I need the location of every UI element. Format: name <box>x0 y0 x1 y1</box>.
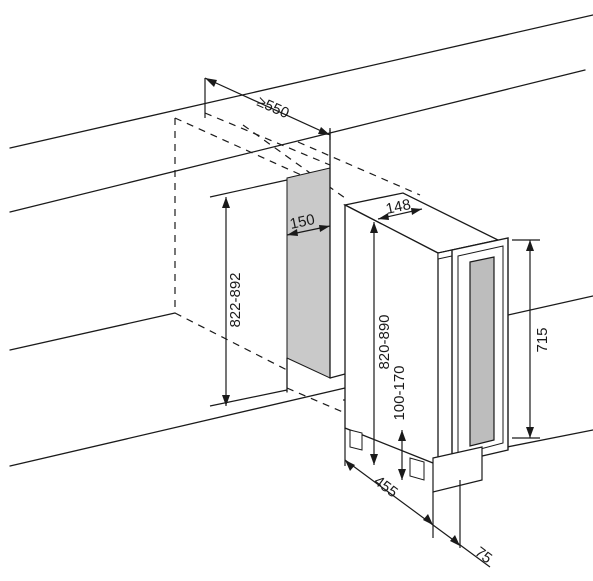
dim-door-depth: 75 <box>472 544 496 568</box>
dimension-lines <box>204 77 540 568</box>
door-glass <box>469 256 495 447</box>
niche-panel <box>286 129 346 393</box>
dim-unit-width: 148 <box>384 196 412 218</box>
dim-unit-depth: 455 <box>371 473 401 502</box>
base-plinth <box>432 446 483 493</box>
dim-niche-height: 822-892 <box>227 272 244 327</box>
dim-unit-height: 820-890 <box>376 314 393 369</box>
foot-right <box>409 457 425 481</box>
dim-plinth-height: 100-170 <box>391 365 408 420</box>
wine-cooler-unit <box>343 192 509 493</box>
dim-cabinet-depth: ≥550 <box>254 93 291 122</box>
dim-door-height: 715 <box>534 327 551 352</box>
dim-niche-width: 150 <box>288 211 316 233</box>
foot-left <box>349 429 363 451</box>
